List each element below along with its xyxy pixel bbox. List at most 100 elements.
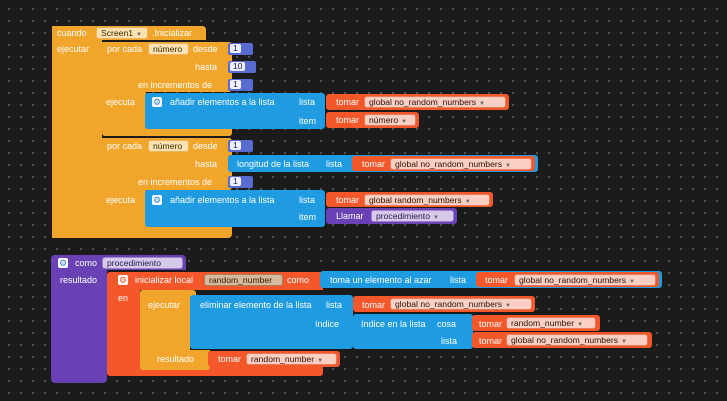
event-block-body — [52, 26, 102, 238]
index-list-label: lista — [441, 336, 458, 346]
get-label: tomar — [479, 336, 503, 346]
dropdown-arrow-icon: ▼ — [136, 32, 142, 38]
index-in-list-block[interactable] — [353, 314, 473, 349]
loop1-for-each-label: por cada — [107, 44, 143, 54]
do-result-header — [140, 290, 196, 300]
loop1-to-label: hasta — [195, 62, 218, 72]
variable-name: global random_numbers — [369, 195, 462, 205]
mutator-gear-icon[interactable]: ⚙ — [152, 97, 162, 107]
loop1-item-label: item — [299, 116, 317, 126]
dropdown-arrow-icon: ▼ — [505, 163, 511, 169]
remove-item-label: eliminar elemento de la lista — [200, 300, 312, 310]
loop1-add-items-block[interactable] — [145, 93, 325, 129]
get-label: tomar — [479, 319, 503, 329]
loop1-from-label: desde — [193, 44, 218, 54]
loop2-do-label: ejecuta — [106, 195, 136, 205]
loop1-item-var-dropdown[interactable]: número▼ — [364, 114, 416, 126]
loop1-from-number[interactable]: 1 — [228, 43, 253, 55]
number-value: 1 — [230, 80, 241, 89]
component-dropdown[interactable]: Screen1▼ — [96, 27, 148, 39]
variable-name: número — [369, 115, 399, 125]
loop2-length-var-dropdown[interactable]: global no_random_numbers▼ — [390, 158, 532, 170]
variable-name: global no_random_numbers — [511, 335, 619, 345]
pick-random-var-dropdown[interactable]: global no_random_numbers▼ — [514, 274, 656, 286]
remove-list-item-block[interactable] — [190, 295, 353, 349]
loop2-from-label: desde — [193, 141, 218, 151]
init-as-label: como — [287, 275, 310, 285]
number-value: 1 — [230, 177, 241, 186]
call-label: Llamar — [336, 211, 364, 221]
init-in-label: en — [118, 293, 129, 303]
mutator-gear-icon[interactable]: ⚙ — [152, 195, 162, 205]
loop2-add-items-label: añadir elementos a la lista — [170, 195, 275, 205]
event-block-footer — [52, 228, 232, 238]
number-value: 10 — [230, 62, 246, 71]
dropdown-arrow-icon: ▼ — [629, 279, 635, 285]
loop2-for-each-label: por cada — [107, 141, 143, 151]
index-label: índice — [315, 319, 340, 329]
index-in-list-label: índice en la lista — [361, 319, 426, 329]
loop1-do-label: ejecuta — [106, 97, 136, 107]
procedure-gear-icon[interactable]: ⚙ — [58, 258, 68, 268]
proc-to-label: como — [75, 258, 98, 268]
loop1-by-label: en incrementos de — [138, 80, 213, 90]
variable-name: random_number — [251, 354, 315, 364]
result-label: resultado — [157, 354, 195, 364]
get-label: tomar — [336, 115, 360, 125]
thing-label: cosa — [437, 319, 457, 329]
variable-name: global no_random_numbers — [395, 299, 503, 309]
procedure-definition-body — [51, 255, 107, 383]
loop2-by-label: en incrementos de — [138, 177, 213, 187]
get-label: tomar — [336, 97, 360, 107]
thing-var-dropdown[interactable]: random_number▼ — [506, 317, 596, 329]
local-var-name-field[interactable]: random_number — [204, 274, 283, 286]
number-value: 1 — [230, 44, 241, 53]
variable-name: random_number — [511, 318, 575, 328]
init-local-label: inicializar local — [135, 275, 194, 285]
event-when-label: cuando — [57, 28, 87, 38]
loop1-add-items-label: añadir elementos a la lista — [170, 97, 275, 107]
call-procedure-dropdown[interactable]: procedimiento▼ — [371, 210, 454, 222]
do-label: ejecutar — [148, 300, 181, 310]
result-var-dropdown[interactable]: random_number▼ — [246, 353, 337, 365]
get-label: tomar — [218, 354, 242, 364]
loop1-by-number[interactable]: 1 — [228, 79, 253, 91]
get-label: tomar — [485, 275, 509, 285]
loop2-to-label: hasta — [195, 159, 218, 169]
get-label: tomar — [362, 300, 386, 310]
get-label: tomar — [336, 195, 360, 205]
index-list-var-dropdown[interactable]: global no_random_numbers▼ — [506, 334, 648, 346]
loop1-list-var-dropdown[interactable]: global no_random_numbers▼ — [364, 96, 506, 108]
proc-result-label: resultado — [60, 275, 98, 285]
dropdown-arrow-icon: ▼ — [464, 199, 471, 205]
loop2-variable-field[interactable]: número — [148, 140, 189, 152]
loop2-by-number[interactable]: 1 — [228, 176, 253, 188]
for-range-loop-1-footer — [102, 128, 232, 136]
do-result-footer — [140, 350, 210, 370]
loop2-list-var-dropdown[interactable]: global random_numbers▼ — [364, 194, 490, 206]
loop1-list-label: lista — [299, 97, 316, 107]
event-name-label: .Inicializar — [152, 28, 193, 38]
loop1-variable-field[interactable]: número — [148, 43, 189, 55]
length-of-list-label: longitud de la lista — [237, 159, 310, 169]
procedure-name-field[interactable]: procedimiento — [102, 257, 183, 269]
loop2-add-items-block[interactable] — [145, 190, 325, 227]
dropdown-arrow-icon: ▼ — [577, 322, 584, 328]
pick-random-list-label: lista — [450, 275, 467, 285]
component-name: Screen1 — [101, 28, 134, 38]
variable-name: global no_random_numbers — [369, 97, 477, 107]
for-range-loop-1-side — [102, 42, 146, 132]
number-value: 1 — [230, 141, 241, 150]
remove-list-var-dropdown[interactable]: global no_random_numbers▼ — [390, 298, 532, 310]
loop1-to-number[interactable]: 10 — [228, 61, 256, 73]
mutator-gear-icon[interactable]: ⚙ — [118, 275, 128, 285]
variable-name: global no_random_numbers — [519, 275, 627, 285]
loop2-from-number[interactable]: 1 — [228, 140, 253, 152]
procedure-name: procedimiento — [376, 211, 430, 221]
event-do-label: ejecutar — [57, 44, 90, 54]
dropdown-arrow-icon: ▼ — [432, 215, 439, 221]
dropdown-arrow-icon: ▼ — [505, 303, 511, 309]
dropdown-arrow-icon: ▼ — [401, 119, 408, 125]
remove-list-label: lista — [326, 300, 343, 310]
get-label: tomar — [362, 159, 386, 169]
